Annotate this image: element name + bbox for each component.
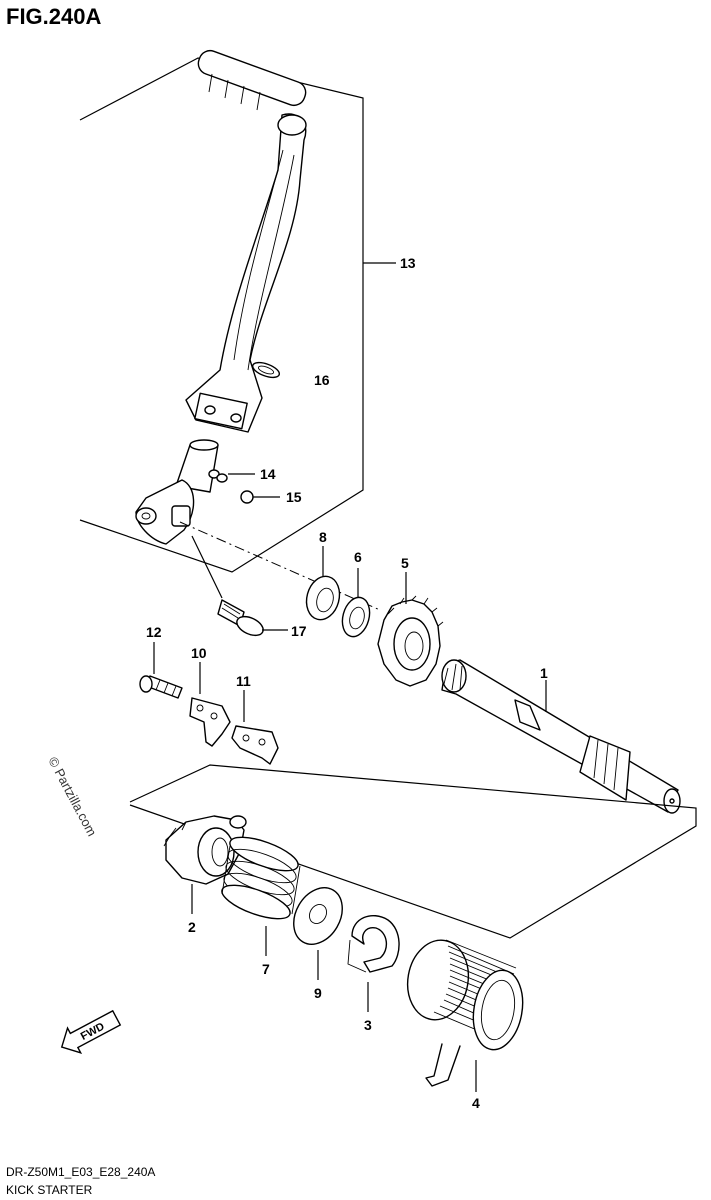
- callout-7[interactable]: 7: [262, 961, 270, 977]
- callout-9[interactable]: 9: [314, 985, 322, 1001]
- callout-1[interactable]: 1: [540, 665, 548, 681]
- clip-part[interactable]: [251, 360, 281, 381]
- callout-3[interactable]: 3: [364, 1017, 372, 1033]
- spring-small-part[interactable]: [208, 469, 228, 483]
- callout-13[interactable]: 13: [400, 255, 416, 271]
- kick-starter-gear-part[interactable]: [163, 815, 247, 885]
- return-spring-part[interactable]: [402, 935, 529, 1087]
- small-bolt-part[interactable]: [139, 675, 183, 699]
- callout-16[interactable]: 16: [314, 372, 330, 388]
- callout-8[interactable]: 8: [319, 529, 327, 545]
- bolt-part[interactable]: [217, 599, 266, 639]
- guide-plate-part[interactable]: [189, 697, 231, 747]
- callout-14[interactable]: 14: [260, 466, 276, 482]
- model-code: DR-Z50M1_E03_E28_240A: [6, 1165, 155, 1179]
- callout-6[interactable]: 6: [354, 549, 362, 565]
- ball-part[interactable]: [240, 490, 254, 504]
- thrust-washer-part[interactable]: [284, 879, 352, 953]
- kick-lever-part[interactable]: [185, 48, 309, 433]
- lever-pivot-part[interactable]: [135, 439, 219, 545]
- figure-title: FIG.240A: [6, 4, 101, 29]
- callout-17[interactable]: 17: [291, 623, 307, 639]
- callout-5[interactable]: 5: [401, 555, 409, 571]
- callout-15[interactable]: 15: [286, 489, 302, 505]
- lower-assembly-frame: [129, 764, 697, 939]
- callout-12[interactable]: 12: [146, 624, 162, 640]
- spring-guide-part[interactable]: [347, 915, 400, 973]
- callout-10[interactable]: 10: [191, 645, 207, 661]
- callout-4[interactable]: 4: [472, 1095, 480, 1111]
- section-name: KICK STARTER: [6, 1183, 93, 1197]
- oil-seal-part[interactable]: [302, 573, 344, 624]
- partzilla-watermark: © Partzilla.com: [45, 754, 99, 838]
- kick-starter-shaft-part[interactable]: [441, 659, 681, 814]
- callout-11[interactable]: 11: [236, 673, 251, 689]
- kick-starter-spring-part[interactable]: [218, 830, 302, 925]
- driven-gear-part[interactable]: [377, 595, 444, 687]
- washer-part[interactable]: [338, 594, 373, 639]
- bolt-axis-line: [191, 535, 223, 599]
- callout-2[interactable]: 2: [188, 919, 196, 935]
- kick-lever-assembly-frame: [79, 57, 364, 573]
- fwd-arrow-icon: FWD: [60, 1009, 122, 1054]
- shaft-centerline: [179, 521, 381, 611]
- stopper-plate-part[interactable]: [231, 725, 279, 765]
